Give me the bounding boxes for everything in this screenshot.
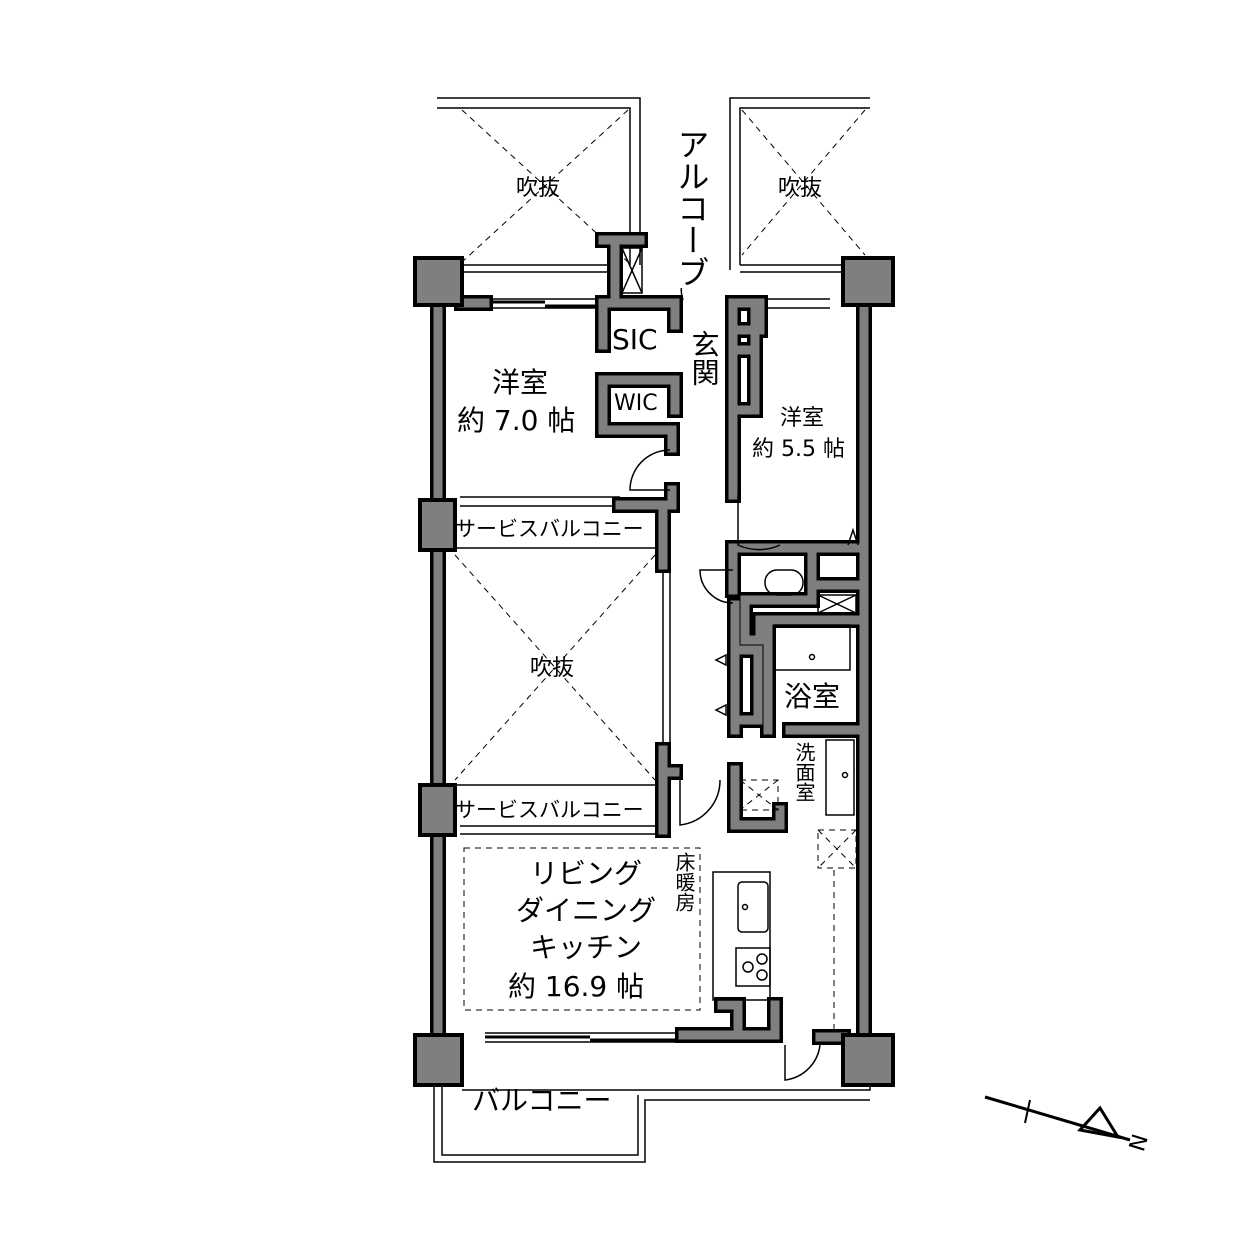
void-top-right: [729, 97, 870, 273]
void-label-middle: 吹抜: [530, 656, 575, 681]
sic-label: SIC: [612, 323, 658, 356]
stove: [735, 947, 771, 987]
void-label-top-right: 吹抜: [778, 176, 823, 201]
bedroom1-size: 約 7.0 帖: [457, 404, 576, 437]
wash-basin: [825, 739, 855, 816]
service-balcony-label-2: サービスバルコニー: [455, 798, 644, 822]
bath-label: 浴室: [784, 680, 841, 713]
bedroom2-name: 洋室: [780, 406, 825, 431]
fixtures: [621, 247, 859, 1030]
void-label-top-left: 吹抜: [516, 176, 561, 201]
north-compass-icon: [984, 1095, 1131, 1142]
bedroom2-size: 約 5.5 帖: [752, 437, 845, 462]
toilet: [764, 569, 804, 596]
kitchen-sink: [737, 881, 769, 933]
void-top-left: [437, 97, 641, 273]
ldk-line2: ダイニング: [516, 894, 657, 927]
service-balcony-label-1: サービスバルコニー: [455, 517, 644, 541]
washroom-label: 洗面室: [792, 742, 816, 802]
entrance-label: 玄関: [687, 330, 721, 386]
floor-heating-area: [463, 847, 701, 1011]
ldk-line1: リビング: [530, 857, 643, 890]
bathtub: [774, 624, 851, 671]
walls: [413, 232, 895, 1087]
floor-heating-label: 床暖房: [672, 852, 696, 912]
ldk-line3: キッチン: [530, 931, 643, 964]
wic-label: WIC: [614, 391, 658, 416]
alcove-label: アルコーブ: [672, 128, 711, 288]
ldk-size: 約 16.9 帖: [508, 970, 645, 1003]
balcony-label: バルコニー: [472, 1084, 612, 1117]
kitchen-counter: [712, 871, 771, 1001]
windows: [460, 298, 830, 1043]
bedroom1-name: 洋室: [492, 366, 549, 399]
